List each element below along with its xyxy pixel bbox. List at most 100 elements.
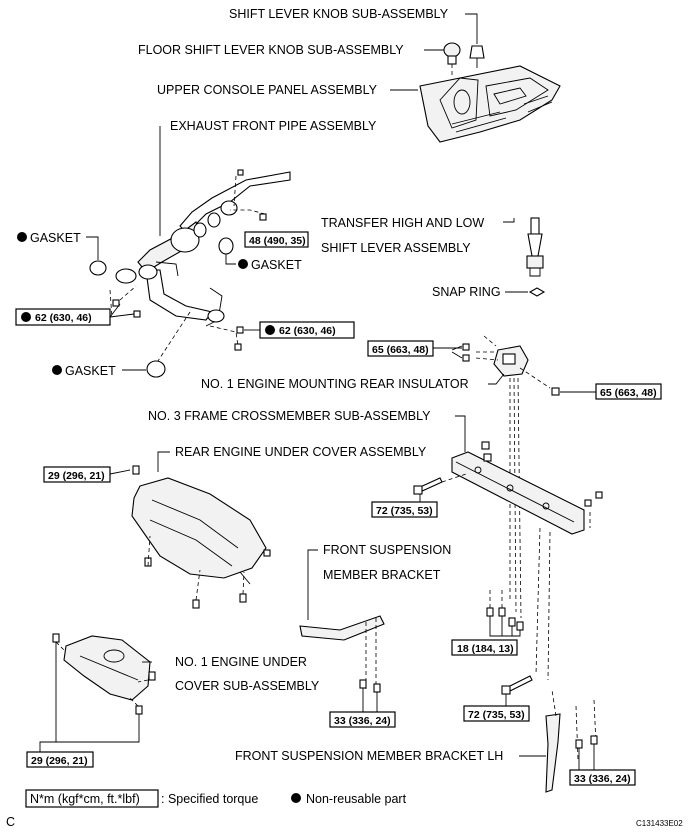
- leader-t10: [362, 688, 378, 712]
- svg-text:33 (336, 24): 33 (336, 24): [574, 773, 631, 785]
- torque-box-18: 18 (184, 13): [451, 639, 518, 656]
- bolt-ruc-1: [132, 465, 140, 475]
- dash-exhaust-2: [230, 209, 266, 215]
- gasket-ring-2: [218, 237, 234, 255]
- dash-exhaust-1: [233, 175, 237, 207]
- nut-mount-2: [462, 354, 470, 362]
- label-transfer-lever-2: SHIFT LEVER ASSEMBLY: [321, 241, 471, 255]
- legend-torque-text: : Specified torque: [161, 792, 258, 806]
- bolt-cross-3: [595, 491, 603, 499]
- svg-text:72 (735, 53): 72 (735, 53): [376, 505, 433, 517]
- svg-text:62 (630, 46): 62 (630, 46): [35, 312, 92, 324]
- nonreusable-dot-t3: [265, 325, 275, 335]
- dash-fsm: [365, 618, 377, 690]
- bolt-ruc-3: [192, 599, 200, 609]
- dash-exhaust-6: [109, 289, 113, 319]
- bolt-ruc-5: [263, 549, 271, 557]
- label-no1-under-cover-1: NO. 1 ENGINE UNDER: [175, 655, 307, 669]
- label-rear-under-cover: REAR ENGINE UNDER COVER ASSEMBLY: [175, 445, 427, 459]
- leader-t6: [109, 469, 131, 475]
- flange-upper: [220, 200, 238, 216]
- flange-left: [115, 268, 137, 284]
- svg-text:72 (735, 53): 72 (735, 53): [468, 709, 525, 721]
- leader-transfer-lever: [503, 218, 515, 223]
- leader-crossmember: [455, 415, 466, 452]
- bolt-ne-2: [148, 671, 156, 681]
- exhaust-front-pipe: [137, 171, 291, 327]
- front-suspension-member-bracket-lh: [545, 713, 561, 793]
- torque-box-33-right: 33 (336, 24): [569, 769, 636, 786]
- dash-exhaust-5: [155, 311, 191, 365]
- legend-nonreusable-text: Non-reusable part: [306, 792, 407, 806]
- dash-cross-down: [535, 527, 551, 681]
- label-upper-console: UPPER CONSOLE PANEL ASSEMBLY: [157, 83, 378, 97]
- legend-torque-box-text: N*m (kgf*cm, ft.*lbf): [30, 792, 140, 806]
- svg-text:29 (296, 21): 29 (296, 21): [48, 470, 105, 482]
- torque-box-72-top: 72 (735, 53): [371, 501, 438, 518]
- label-no1-under-cover-2: COVER SUB-ASSEMBLY: [175, 679, 320, 693]
- legend-nonreusable-dot: [291, 793, 301, 803]
- torque-box-62-left: 62 (630, 46): [15, 308, 111, 326]
- torque-box-72-bottom: 72 (735, 53): [463, 705, 530, 722]
- label-mount-insulator: NO. 1 ENGINE MOUNTING REAR INSULATOR: [201, 377, 469, 391]
- label-fsm-bracket-1: FRONT SUSPENSION: [323, 543, 451, 557]
- svg-text:65 (663, 48): 65 (663, 48): [600, 387, 657, 399]
- torque-box-65-right: 65 (663, 48): [595, 383, 662, 400]
- nonreusable-dot-t2: [21, 312, 31, 322]
- legend: N*m (kgf*cm, ft.*lbf) : Specified torque…: [25, 789, 407, 808]
- leader-fsm-bracket: [307, 549, 318, 620]
- dash-ne: [55, 641, 149, 707]
- gasket-ring-3: [146, 360, 166, 378]
- flange-lower: [193, 222, 207, 238]
- svg-text:18 (184, 13): 18 (184, 13): [457, 643, 514, 655]
- nut-exhaust-right-1: [236, 326, 244, 334]
- crossmember: [451, 451, 585, 535]
- front-suspension-member-bracket: [299, 615, 385, 641]
- leader-gasket-1: [86, 236, 99, 260]
- torque-box-48: 48 (490, 35): [244, 231, 309, 248]
- leader-mount-insulator: [488, 373, 505, 385]
- bolt-ne-3: [135, 705, 143, 715]
- flange-left-2: [138, 264, 158, 280]
- bolt-long-lower: [501, 675, 533, 695]
- nut-mount-1: [462, 343, 470, 351]
- torque-box-65-left: 65 (663, 48): [367, 340, 434, 357]
- label-snap-ring: SNAP RING: [432, 285, 501, 299]
- dash-exhaust-3: [119, 285, 137, 301]
- bolt-mount-3: [551, 387, 560, 396]
- label-crossmember: NO. 3 FRAME CROSSMEMBER SUB-ASSEMBLY: [148, 409, 431, 423]
- leader-t8: [489, 616, 521, 637]
- bolt-cross-2: [483, 453, 492, 462]
- svg-text:48 (490, 35): 48 (490, 35): [249, 235, 306, 247]
- dash-exhaust-4: [209, 325, 239, 347]
- transfer-shift-lever: [526, 217, 544, 277]
- nut-exhaust-left-1: [112, 299, 120, 307]
- bolt-exhaust-top: [237, 169, 244, 176]
- no1-engine-under-cover: [63, 635, 151, 701]
- snap-ring: [528, 287, 546, 297]
- upper-console-panel: [419, 65, 561, 143]
- svg-text:33 (336, 24): 33 (336, 24): [334, 715, 391, 727]
- nut-exhaust-right-2: [234, 343, 242, 351]
- leader-t11: [578, 744, 595, 770]
- corner-letter: C: [6, 815, 15, 829]
- leader-shift-knob: [465, 13, 478, 44]
- gasket-ring-1: [89, 260, 107, 276]
- dash-lh-up: [551, 689, 557, 717]
- label-gasket-3: GASKET: [65, 364, 116, 378]
- label-transfer-lever-1: TRANSFER HIGH AND LOW: [321, 216, 484, 230]
- label-fsm-bracket-lh: FRONT SUSPENSION MEMBER BRACKET LH: [235, 749, 503, 763]
- flange-mid: [207, 212, 221, 228]
- bolt-cross-long: [413, 477, 443, 495]
- bolt-ruc-4: [239, 593, 247, 603]
- dash-mount-2: [519, 367, 551, 389]
- svg-text:65 (663, 48): 65 (663, 48): [372, 344, 429, 356]
- bolt-ne-1: [52, 633, 60, 643]
- dash-mount-1: [475, 335, 499, 361]
- bolt-exhaust-right: [259, 213, 267, 221]
- leader-rear-under-cover: [157, 451, 170, 472]
- leader-gasket-2: [225, 254, 236, 265]
- leader-t2: [109, 303, 135, 318]
- rear-engine-under-cover: [131, 477, 267, 585]
